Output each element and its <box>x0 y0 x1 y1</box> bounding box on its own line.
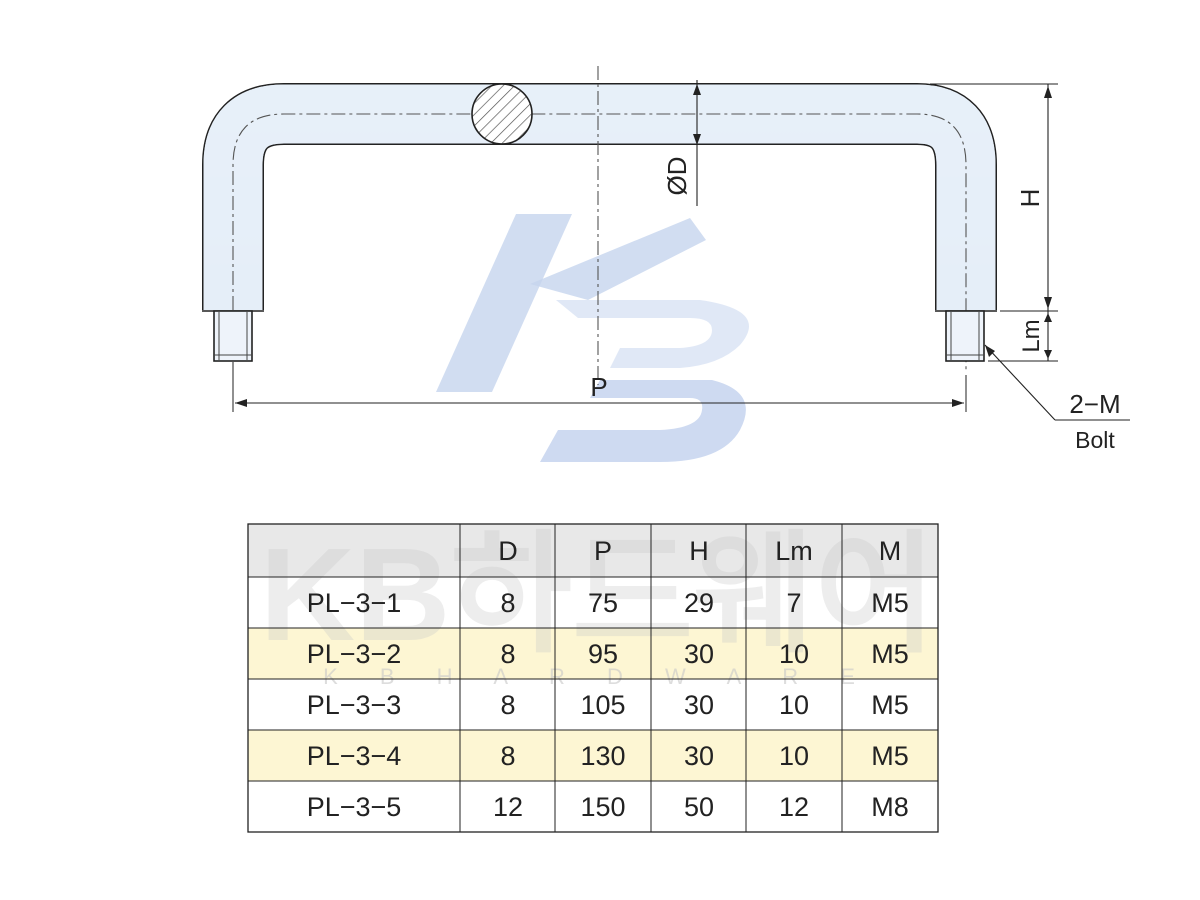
cell-p: 75 <box>588 588 618 618</box>
logo-k-stroke <box>436 214 572 392</box>
cell-d: 8 <box>500 588 515 618</box>
label-height: H <box>1015 189 1045 208</box>
label-thread-length: Lm <box>1018 319 1045 352</box>
table-row: PL−3−5 12 150 50 12 M8 <box>307 792 909 822</box>
label-pitch: P <box>590 372 607 402</box>
cell-model: PL−3−3 <box>307 690 402 720</box>
cell-p: 105 <box>580 690 625 720</box>
brand-watermark: KB하드웨어 <box>260 521 936 668</box>
cell-p: 130 <box>580 741 625 771</box>
cell-lm: 10 <box>779 690 809 720</box>
cell-m: M5 <box>871 690 909 720</box>
label-bolt-count: 2−M <box>1069 389 1120 419</box>
cell-lm: 7 <box>786 588 801 618</box>
cell-d: 12 <box>493 792 523 822</box>
table-header-row: D P H Lm M <box>498 536 901 566</box>
handle-drawing <box>202 66 997 385</box>
cell-m: M5 <box>871 588 909 618</box>
header-p: P <box>594 536 612 566</box>
cell-p: 150 <box>580 792 625 822</box>
header-h: H <box>689 536 709 566</box>
dimension-diameter: ØD <box>662 80 701 206</box>
row-bg-3 <box>248 679 938 730</box>
cell-m: M5 <box>871 741 909 771</box>
table-row: PL−3−2 8 95 30 10 M5 <box>307 639 909 669</box>
cell-p: 95 <box>588 639 618 669</box>
label-diameter: ØD <box>662 157 692 196</box>
cell-m: M5 <box>871 639 909 669</box>
cell-h: 30 <box>684 741 714 771</box>
cell-d: 8 <box>500 639 515 669</box>
cell-h: 30 <box>684 690 714 720</box>
cell-lm: 12 <box>779 792 809 822</box>
bolt-leader: 2−M Bolt <box>984 344 1130 453</box>
cell-lm: 10 <box>779 741 809 771</box>
logo-b-upper <box>556 300 749 368</box>
cell-model: PL−3−1 <box>307 588 402 618</box>
row-bg-5 <box>248 781 938 832</box>
cell-h: 50 <box>684 792 714 822</box>
row-bg-4 <box>248 730 938 781</box>
cell-model: PL−3−5 <box>307 792 402 822</box>
logo-k-arm <box>530 218 706 300</box>
cell-model: PL−3−2 <box>307 639 402 669</box>
right-thread-stud <box>945 310 985 362</box>
cell-d: 8 <box>500 741 515 771</box>
dimension-height: H <box>930 83 1058 312</box>
cell-h: 29 <box>684 588 714 618</box>
row-bg-1 <box>248 577 938 628</box>
cell-m: M8 <box>871 792 909 822</box>
left-thread-stud <box>213 310 253 362</box>
table-row: PL−3−4 8 130 30 10 M5 <box>307 741 909 771</box>
row-bg-2 <box>248 628 938 679</box>
bar-centerline <box>232 113 967 372</box>
cell-model: PL−3−4 <box>307 741 402 771</box>
header-m: M <box>879 536 902 566</box>
header-d: D <box>498 536 518 566</box>
cell-d: 8 <box>500 690 515 720</box>
cell-h: 30 <box>684 639 714 669</box>
brand-watermark-sub: K B H A R D W A R E <box>323 664 873 689</box>
header-row-bg <box>248 524 938 577</box>
kb-logo-watermark: KB <box>436 214 749 462</box>
label-bolt: Bolt <box>1075 427 1115 453</box>
cell-lm: 10 <box>779 639 809 669</box>
logo-b-lower <box>540 380 746 462</box>
dimension-thread-length: Lm <box>988 311 1058 362</box>
dimension-pitch: P <box>232 362 967 412</box>
table-row: PL−3−1 8 75 29 7 M5 <box>307 588 909 618</box>
table-row: PL−3−3 8 105 30 10 M5 <box>307 690 909 720</box>
header-lm: Lm <box>775 536 813 566</box>
cross-section <box>471 83 533 145</box>
spec-table: KB하드웨어 K B H A R D W A R E D P H Lm M PL… <box>247 521 939 833</box>
